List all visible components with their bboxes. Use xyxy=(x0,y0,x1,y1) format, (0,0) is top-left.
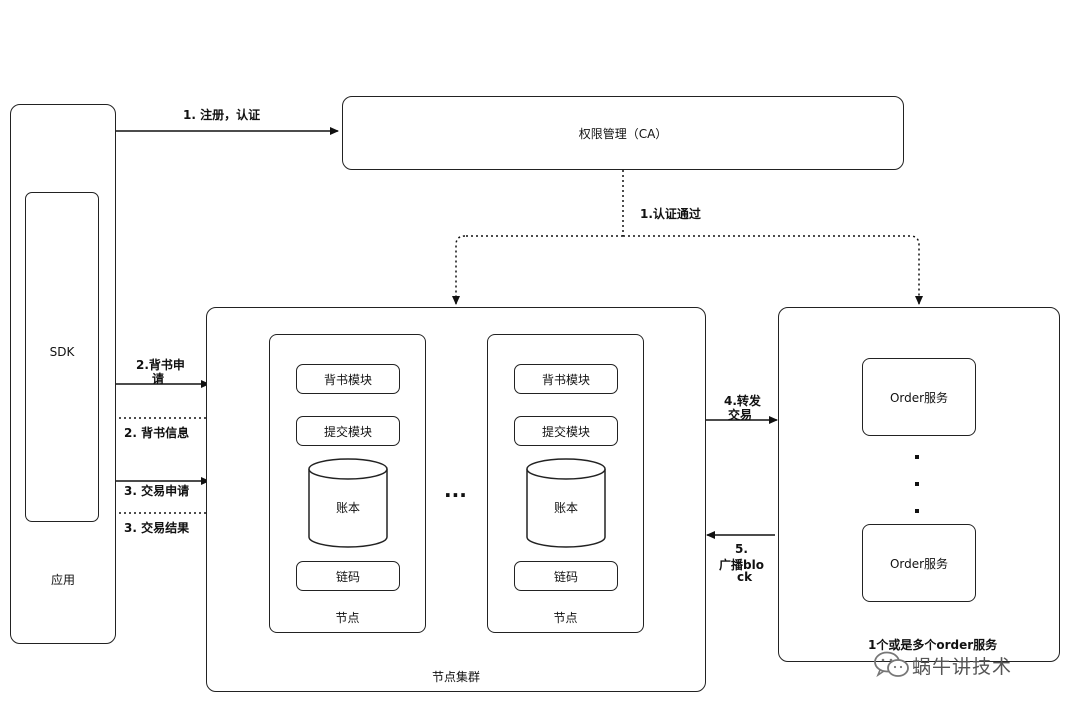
broadcast-block-label-2: 广播blo xyxy=(719,558,764,572)
ledger-cylinder-1 xyxy=(308,458,388,548)
commit-module-1: 提交模块 xyxy=(296,416,400,446)
ca-box: 权限管理（CA） xyxy=(342,96,904,170)
order-service-2: Order服务 xyxy=(862,524,976,602)
tx-result-label: 3. 交易结果 xyxy=(124,521,190,535)
node-label-1: 节点 xyxy=(335,611,360,625)
node-ellipsis: ... xyxy=(444,478,467,502)
forward-tx-label-2: 交易 xyxy=(728,408,753,422)
node-label-2: 节点 xyxy=(553,611,578,625)
arrow-auth-passed xyxy=(455,170,920,300)
ledger-label-1: 账本 xyxy=(335,501,360,515)
auth-passed-label: 1.认证通过 xyxy=(640,207,701,221)
watermark-text: 蜗牛讲技术 xyxy=(912,656,1013,678)
chaincode-module-1: 链码 xyxy=(296,561,400,591)
ca-label: 权限管理（CA） xyxy=(578,126,668,141)
endorse-module-1: 背书模块 xyxy=(296,364,400,394)
broadcast-block-label-1: 5. xyxy=(735,542,748,556)
chaincode-module-2: 链码 xyxy=(514,561,618,591)
orderer-caption: 1个或是多个order服务 xyxy=(868,638,998,652)
ledger-cylinder-2 xyxy=(526,458,606,548)
commit-module-2: 提交模块 xyxy=(514,416,618,446)
broadcast-block-label-3: ck xyxy=(737,570,753,584)
endorse-module-2: 背书模块 xyxy=(514,364,618,394)
register-label: 1. 注册，认证 xyxy=(183,108,261,122)
order-service-1: Order服务 xyxy=(862,358,976,436)
wechat-logo-icon xyxy=(874,651,909,678)
application-label: 应用 xyxy=(50,573,75,587)
endorse-request-label-2: 请 xyxy=(152,372,165,386)
endorse-info-label: 2. 背书信息 xyxy=(124,426,190,440)
endorse-request-label-1: 2.背书申 xyxy=(136,358,185,372)
sdk-box: SDK xyxy=(25,192,99,522)
order-dot-3 xyxy=(915,509,919,513)
ledger-label-2: 账本 xyxy=(553,501,578,515)
sdk-label: SDK xyxy=(49,345,75,359)
tx-request-label: 3. 交易申请 xyxy=(124,484,190,498)
forward-tx-label-1: 4.转发 xyxy=(724,394,761,408)
order-dot-2 xyxy=(915,482,919,486)
node-cluster-label: 节点集群 xyxy=(431,670,480,684)
order-dot-1 xyxy=(915,455,919,459)
